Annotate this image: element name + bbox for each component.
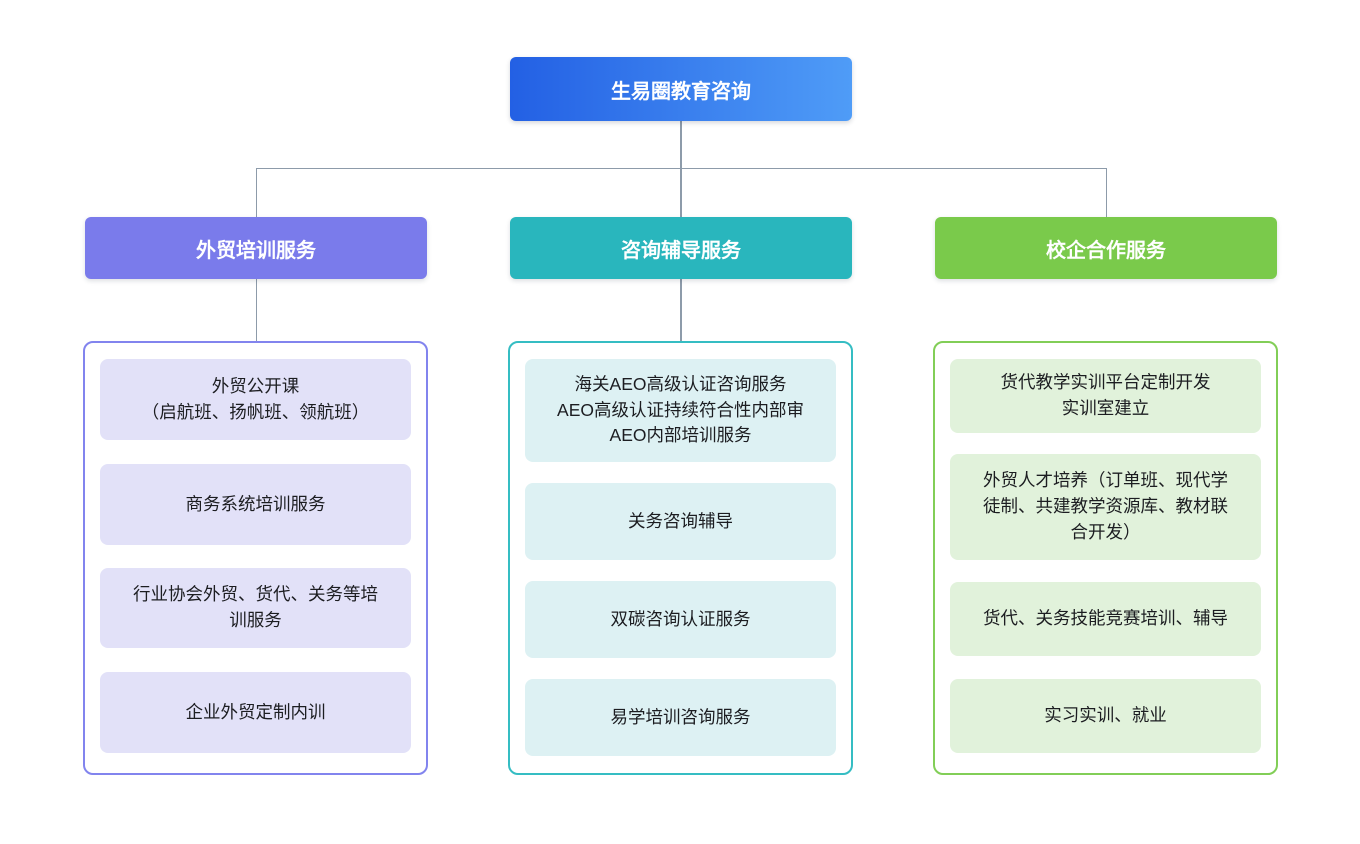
connector-root-vertical xyxy=(680,121,682,168)
branch-group-consulting-coaching: 海关AEO高级认证咨询服务 AEO高级认证持续符合性内部审 AEO内部培训服务 … xyxy=(508,341,853,775)
leaf-node[interactable]: 企业外贸定制内训 xyxy=(100,672,411,753)
leaf-node[interactable]: 关务咨询辅导 xyxy=(525,483,836,560)
connector-drop-branch-3 xyxy=(1105,167,1107,218)
connector-branch-2-to-group xyxy=(680,279,682,341)
leaf-node[interactable]: 实习实训、就业 xyxy=(950,679,1261,753)
branch-group-school-enterprise: 货代教学实训平台定制开发 实训室建立 外贸人才培养（订单班、现代学 徒制、共建教… xyxy=(933,341,1278,775)
branch-header-foreign-trade-training[interactable]: 外贸培训服务 xyxy=(85,217,427,279)
branch-group-foreign-trade-training: 外贸公开课 （启航班、扬帆班、领航班） 商务系统培训服务 行业协会外贸、货代、关… xyxy=(83,341,428,775)
leaf-node[interactable]: 外贸人才培养（订单班、现代学 徒制、共建教学资源库、教材联 合开发） xyxy=(950,454,1261,560)
branch-header-consulting-coaching[interactable]: 咨询辅导服务 xyxy=(510,217,852,279)
connector-drop-branch-2 xyxy=(680,167,682,218)
root-node[interactable]: 生易圈教育咨询 xyxy=(510,57,852,121)
connector-branch-1-to-group xyxy=(255,279,257,341)
branch-header-school-enterprise[interactable]: 校企合作服务 xyxy=(935,217,1277,279)
leaf-node[interactable]: 货代、关务技能竞赛培训、辅导 xyxy=(950,582,1261,656)
connector-drop-branch-1 xyxy=(255,167,257,218)
leaf-node[interactable]: 外贸公开课 （启航班、扬帆班、领航班） xyxy=(100,359,411,440)
leaf-node[interactable]: 双碳咨询认证服务 xyxy=(525,581,836,658)
leaf-node[interactable]: 行业协会外贸、货代、关务等培 训服务 xyxy=(100,568,411,648)
leaf-node[interactable]: 商务系统培训服务 xyxy=(100,464,411,545)
leaf-node[interactable]: 海关AEO高级认证咨询服务 AEO高级认证持续符合性内部审 AEO内部培训服务 xyxy=(525,359,836,462)
leaf-node[interactable]: 货代教学实训平台定制开发 实训室建立 xyxy=(950,359,1261,433)
leaf-node[interactable]: 易学培训咨询服务 xyxy=(525,679,836,756)
